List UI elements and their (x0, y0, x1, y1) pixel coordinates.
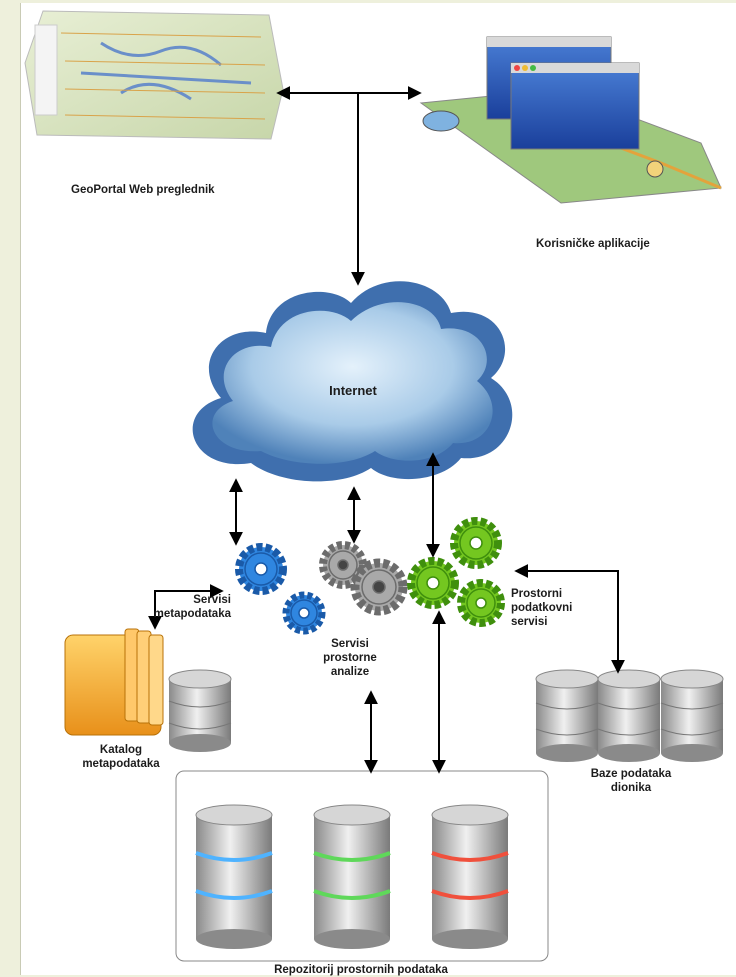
folder-icon (64, 628, 164, 736)
label-metadata-services: Servisi metapodataka (153, 594, 231, 620)
grey-gear-icon (319, 541, 408, 616)
label-repositories: Repozitorij prostornih podataka (274, 964, 448, 976)
diagram-frame: GeoPortal Web preglednik Korisničke apli… (20, 3, 736, 976)
label-geoportal: GeoPortal Web preglednik (71, 184, 215, 196)
app-windows-icon (419, 36, 722, 204)
blue-gear-icon (235, 543, 326, 635)
connector-arrows (148, 86, 625, 774)
architecture-diagram (24, 10, 724, 962)
database-icon (597, 669, 661, 762)
map-screenshot-icon (24, 10, 284, 140)
database-icon (535, 669, 599, 762)
label-metadata-catalog: Katalog metapodataka (82, 744, 160, 770)
label-stakeholder-db: Baze podataka dionika (590, 768, 672, 794)
green-gear-icon (407, 517, 505, 627)
label-user-apps: Korisničke aplikacije (536, 238, 650, 250)
cloud-icon (192, 281, 513, 482)
label-internet: Internet (329, 383, 377, 398)
label-spatial-data-services: Prostorni podatkovni servisi (511, 588, 573, 628)
database-icon (660, 669, 724, 762)
database-icon (195, 804, 273, 949)
database-icon (313, 804, 391, 949)
label-spatial-analysis: Servisi prostorne analize (323, 638, 377, 678)
database-icon (168, 669, 232, 752)
database-icon (431, 804, 509, 949)
